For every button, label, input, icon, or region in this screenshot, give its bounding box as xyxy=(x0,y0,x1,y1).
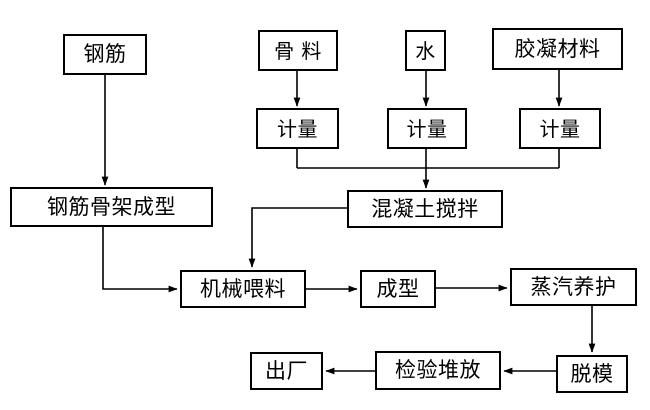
node-metering-aggregate-label: 计量 xyxy=(277,116,318,141)
node-water-label: 水 xyxy=(415,38,436,63)
node-metering-binder[interactable]: 计量 xyxy=(519,108,601,149)
node-mechanical-feeding[interactable]: 机械喂料 xyxy=(180,270,306,308)
node-inspection-stacking-label: 检验堆放 xyxy=(395,358,481,382)
node-binder-label: 胶凝材料 xyxy=(514,36,601,61)
node-shipping-label: 出厂 xyxy=(265,358,308,383)
node-demoulding-label: 脱模 xyxy=(570,361,614,386)
node-metering-binder-label: 计量 xyxy=(539,116,581,141)
node-demoulding[interactable]: 脱模 xyxy=(556,355,628,393)
node-steam-curing[interactable]: 蒸汽养护 xyxy=(510,268,637,306)
node-rebar[interactable]: 钢筋 xyxy=(63,34,147,75)
node-rebar-cage-forming-label: 钢筋骨架成型 xyxy=(47,194,176,219)
edge-mixing-to-feeding xyxy=(248,207,347,268)
edge-cage-to-feeding xyxy=(102,227,178,293)
node-mechanical-feeding-label: 机械喂料 xyxy=(200,276,286,301)
node-metering-aggregate[interactable]: 计量 xyxy=(256,108,339,149)
node-water[interactable]: 水 xyxy=(405,30,446,71)
node-concrete-mixing-label: 混凝土搅拌 xyxy=(371,196,479,221)
node-aggregate[interactable]: 骨 料 xyxy=(258,30,338,71)
node-rebar-cage-forming[interactable]: 钢筋骨架成型 xyxy=(10,187,213,227)
node-forming[interactable]: 成型 xyxy=(360,270,436,308)
node-metering-water[interactable]: 计量 xyxy=(387,108,467,149)
node-aggregate-label: 骨 料 xyxy=(274,38,322,63)
node-steam-curing-label: 蒸汽养护 xyxy=(530,274,617,299)
node-shipping[interactable]: 出厂 xyxy=(250,352,323,390)
node-binder[interactable]: 胶凝材料 xyxy=(492,28,623,70)
node-metering-water-label: 计量 xyxy=(406,116,448,141)
node-inspection-stacking[interactable]: 检验堆放 xyxy=(375,351,501,390)
node-rebar-label: 钢筋 xyxy=(83,42,127,66)
node-concrete-mixing[interactable]: 混凝土搅拌 xyxy=(347,190,503,228)
node-forming-label: 成型 xyxy=(376,276,420,301)
